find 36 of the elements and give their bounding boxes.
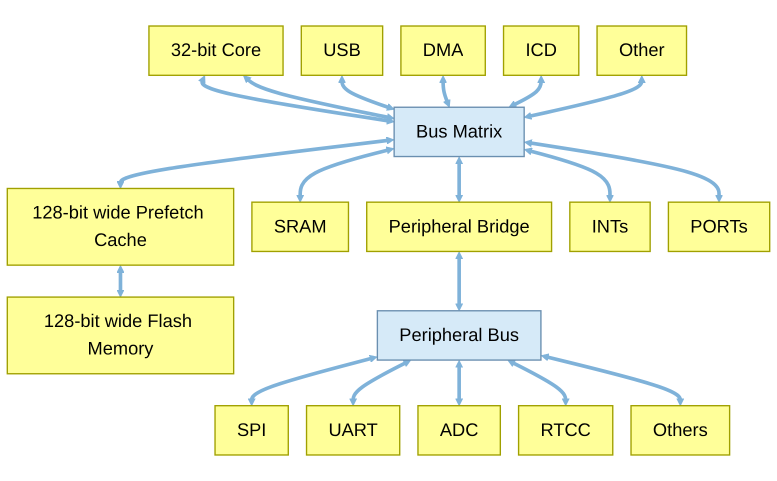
node-box: 128-bit wide Flash Memory: [6, 296, 234, 374]
arrow: [524, 148, 614, 203]
node-box: ICD: [502, 25, 580, 76]
node-box: Other: [596, 25, 688, 76]
node-box: SRAM: [251, 201, 350, 252]
arrow: [455, 251, 464, 312]
arrow: [540, 353, 684, 406]
node-box: SPI: [214, 405, 289, 456]
arrow: [243, 75, 394, 122]
arrow: [338, 75, 394, 111]
node-box: Bus Matrix: [393, 106, 525, 158]
node-box: PORTs: [668, 201, 770, 252]
arrow: [198, 75, 394, 125]
node-box: Others: [630, 405, 730, 456]
node-box: 32-bit Core: [148, 25, 284, 76]
node-box: UART: [306, 405, 400, 456]
node-box: Peripheral Bus: [376, 310, 542, 361]
arrow: [507, 360, 570, 406]
arrow: [524, 139, 724, 203]
node-box: USB: [300, 25, 384, 76]
arrow: [508, 75, 546, 108]
node-box: RTCC: [518, 405, 614, 456]
arrow: [349, 360, 412, 406]
arrow: [439, 75, 450, 108]
arrow: [524, 75, 646, 120]
arrow: [248, 354, 378, 406]
node-box: DMA: [400, 25, 486, 76]
arrow: [116, 265, 124, 298]
node-box: ADC: [417, 405, 502, 456]
arrow: [455, 156, 464, 203]
node-box: INTs: [569, 201, 651, 252]
arrow: [455, 360, 464, 406]
arrow: [116, 136, 394, 189]
arrow: [296, 146, 394, 203]
node-box: Peripheral Bridge: [366, 201, 552, 252]
node-box: 128-bit wide Prefetch Cache: [6, 188, 234, 266]
